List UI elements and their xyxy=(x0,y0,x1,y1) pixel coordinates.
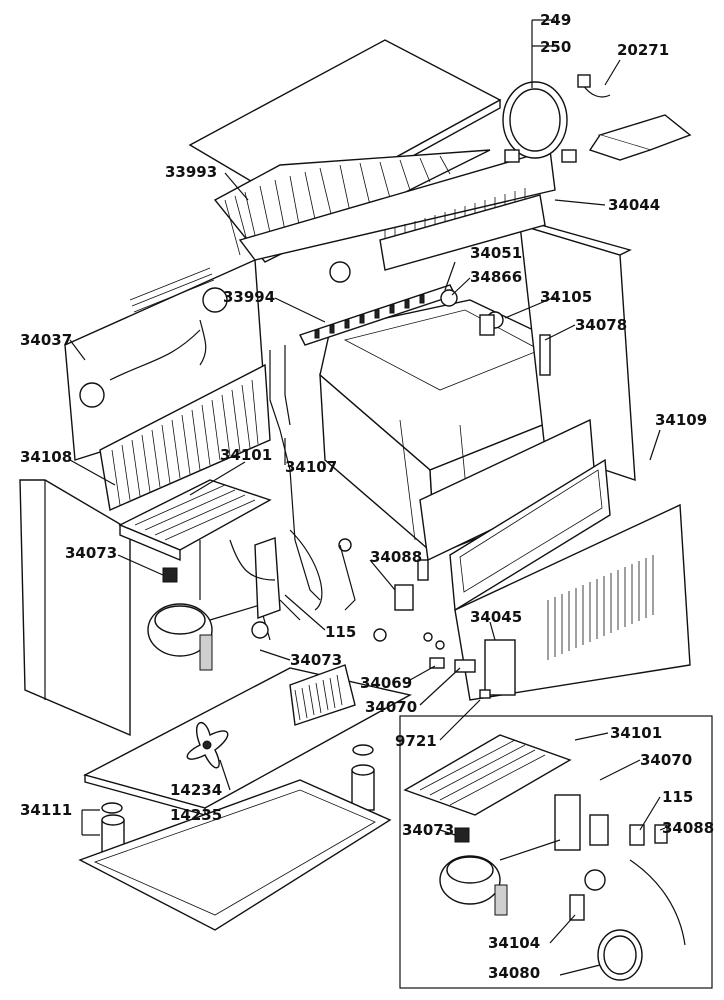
label-34105: 34105 xyxy=(540,288,592,306)
front-door-panel xyxy=(419,418,611,612)
base-plate xyxy=(83,664,412,816)
label-34104: 34104 xyxy=(488,934,540,952)
label-34088-inset: 34088 xyxy=(662,819,714,837)
ice-scoop xyxy=(588,114,692,161)
label-115-top: 115 xyxy=(325,623,356,641)
label-249: 249 xyxy=(540,11,571,29)
label-34037: 34037 xyxy=(20,331,72,349)
condenser-grille xyxy=(99,363,271,512)
label-34866: 34866 xyxy=(470,268,522,286)
switches xyxy=(429,639,516,699)
right-side-panel xyxy=(517,221,636,481)
leader-lines xyxy=(69,19,666,976)
label-34044: 34044 xyxy=(608,196,660,214)
label-34101-inset: 34101 xyxy=(610,724,662,742)
label-34073-mid: 34073 xyxy=(290,651,342,669)
water-hose xyxy=(502,74,611,163)
label-250: 250 xyxy=(540,38,571,56)
label-14235: 14235 xyxy=(170,806,222,824)
label-34069: 34069 xyxy=(360,674,412,692)
spray-bar xyxy=(299,261,458,346)
label-20271: 20271 xyxy=(617,41,669,59)
label-34101-top: 34101 xyxy=(220,446,272,464)
label-34073-top: 34073 xyxy=(65,544,117,562)
condenser-fan xyxy=(186,722,229,769)
left-side-panel xyxy=(19,479,131,737)
label-33993: 33993 xyxy=(165,163,217,181)
base-frame xyxy=(78,779,392,931)
label-9721: 9721 xyxy=(395,732,437,750)
label-33994: 33994 xyxy=(223,288,275,306)
water-pump xyxy=(479,311,551,376)
label-115-inset: 115 xyxy=(662,788,693,806)
label-34107: 34107 xyxy=(285,458,337,476)
evaporator xyxy=(118,479,272,562)
label-34070-inset: 34070 xyxy=(640,751,692,769)
water-inlet-valve xyxy=(373,559,445,650)
label-34088-top: 34088 xyxy=(370,548,422,566)
label-34070-mid: 34070 xyxy=(365,698,417,716)
label-34108: 34108 xyxy=(20,448,72,466)
label-34111: 34111 xyxy=(20,801,72,819)
label-34073-inset: 34073 xyxy=(402,821,454,839)
label-34051: 34051 xyxy=(470,244,522,262)
inset-detail-box xyxy=(399,715,713,989)
part-number-labels: 249 250 20271 33993 34044 34051 34866 33… xyxy=(20,11,714,982)
label-34078: 34078 xyxy=(575,316,627,334)
label-34045: 34045 xyxy=(470,608,522,626)
label-14234: 14234 xyxy=(170,781,222,799)
label-34080: 34080 xyxy=(488,964,540,982)
compressor xyxy=(147,540,271,671)
drain-hose xyxy=(269,345,323,611)
water-tray xyxy=(238,149,556,271)
label-34109: 34109 xyxy=(655,411,707,429)
control-box xyxy=(229,537,356,639)
